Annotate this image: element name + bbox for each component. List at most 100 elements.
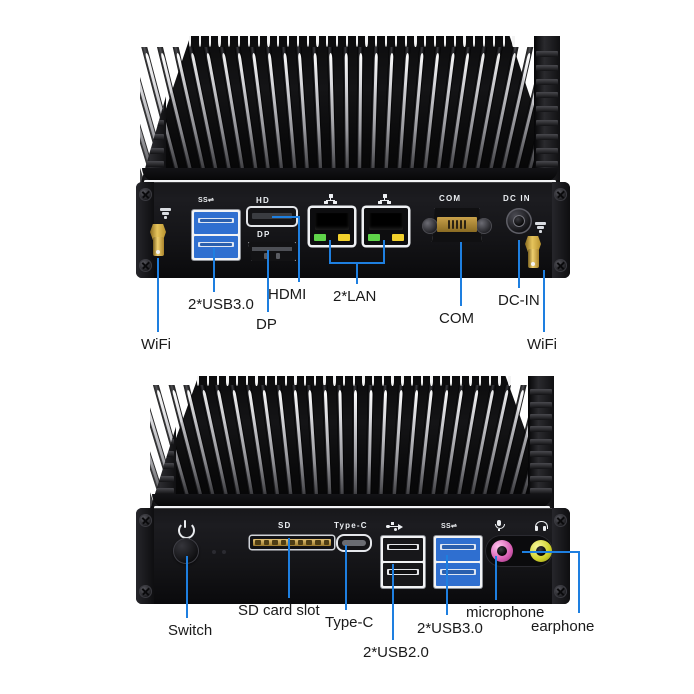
heatsink-fin-notch xyxy=(404,36,407,48)
heatsink-fins xyxy=(140,36,560,186)
lan-icon2-node-top xyxy=(382,194,387,198)
callout-usb30-front: 2*USB3.0 xyxy=(417,620,483,637)
heatsink-fin-notch xyxy=(255,376,258,387)
heatsink-fin-notch xyxy=(459,376,462,387)
heatsink-rail-step xyxy=(152,475,174,482)
heatsink-rail-step xyxy=(536,147,558,154)
callout-dp: DP xyxy=(256,316,277,333)
displayport-port[interactable] xyxy=(248,242,296,261)
heatsink-fin-notch xyxy=(381,376,385,387)
usb-icon-stem xyxy=(388,525,400,528)
heatsink-rail-step xyxy=(530,414,552,421)
dp-pin-b xyxy=(276,253,280,259)
wifi-sma-connector-left[interactable] xyxy=(150,224,166,258)
callout-usb20: 2*USB2.0 xyxy=(363,644,429,661)
usb2-port-lower[interactable] xyxy=(383,563,423,586)
heatsink-fin-notch xyxy=(508,376,511,387)
sma-center-pin xyxy=(531,262,535,266)
wifi-sma-connector-right[interactable] xyxy=(525,236,541,270)
heatsink-fin-notch xyxy=(228,36,231,48)
heatsink-fin-notch xyxy=(433,36,437,48)
heatsink-rail-step xyxy=(142,161,164,168)
com-pin xyxy=(452,219,454,229)
heatsink-fin xyxy=(326,46,338,186)
heatsink-side-rail-right xyxy=(534,36,560,186)
heatsink-fin-notch xyxy=(488,376,492,387)
callout-dcin: DC-IN xyxy=(498,292,540,309)
usb3-port-upper-front[interactable] xyxy=(436,538,480,561)
usb2-port-upper[interactable] xyxy=(383,538,423,561)
type-c-port[interactable] xyxy=(338,536,370,550)
heatsink-fin xyxy=(381,46,395,186)
heatsink-fin-notch xyxy=(469,376,472,387)
sd-card-slot[interactable] xyxy=(250,536,334,549)
leader-typec xyxy=(345,545,347,610)
leader-com xyxy=(460,242,462,306)
callout-com: COM xyxy=(439,310,474,327)
heatsink-fin xyxy=(311,46,325,186)
heatsink-fin-notch xyxy=(375,36,378,48)
heatsink-rail-step xyxy=(142,147,164,154)
usb3-port-stack[interactable] xyxy=(192,210,240,260)
dc-in-jack[interactable] xyxy=(506,208,532,234)
sd-contact xyxy=(323,540,330,545)
power-icon-ring xyxy=(178,522,195,539)
heatsink-fin-notch xyxy=(384,36,388,48)
sd-silk-label: SD xyxy=(278,521,292,530)
heatsink-rail-step xyxy=(536,64,558,71)
callout-wifi-left: WiFi xyxy=(141,336,171,353)
lan-port-1-led-green xyxy=(314,233,326,242)
front-heatsink xyxy=(150,376,554,510)
heatsink-fin-notch xyxy=(512,36,515,48)
usb3-port-upper[interactable] xyxy=(194,212,238,234)
heatsink-rail-step xyxy=(530,475,552,482)
heatsink-fin-notch xyxy=(482,36,486,48)
heatsink-fin xyxy=(295,46,312,186)
usb3-port-lower-front[interactable] xyxy=(436,563,480,586)
usb3-port-stack-front[interactable] xyxy=(434,536,482,588)
lan-port-2[interactable] xyxy=(364,208,408,245)
rear-heatsink-highlight xyxy=(144,180,556,183)
heatsink-fin-notch xyxy=(257,36,260,48)
microphone-icon xyxy=(495,520,505,531)
heatsink-fin-notch xyxy=(198,36,202,48)
callout-wifi-right: WiFi xyxy=(527,336,557,353)
heatsink-fins xyxy=(150,376,554,510)
sd-contact xyxy=(314,540,321,545)
lan-icon-wire-l xyxy=(326,199,328,202)
usb-icon-branch-down xyxy=(394,528,397,531)
leader-dcin xyxy=(518,240,520,288)
usb2-port-stack[interactable] xyxy=(381,536,425,588)
com-silk-label: COM xyxy=(439,194,462,203)
heatsink-fin-notch xyxy=(335,36,339,48)
heatsink-fin-notch xyxy=(372,376,375,387)
callout-typec: Type-C xyxy=(325,614,374,631)
heatsink-fin-notch xyxy=(206,376,210,387)
lan-port-1[interactable] xyxy=(310,208,354,245)
headphone-icon xyxy=(535,521,548,531)
chassis-left-edge xyxy=(136,182,154,278)
heatsink-fin-notch xyxy=(316,36,319,48)
heatsink-fin-notch xyxy=(410,376,414,387)
heatsink-fin xyxy=(336,385,346,510)
microphone-jack-hole xyxy=(497,546,507,556)
lan-port-1-led-yellow xyxy=(338,233,350,242)
callout-usb30: 2*USB3.0 xyxy=(188,296,254,313)
com-pin xyxy=(460,219,462,229)
usb3-port-lower[interactable] xyxy=(194,236,238,258)
usb3-superspeed-icon-front: SS⇌ xyxy=(441,523,458,530)
chassis-left-edge xyxy=(136,508,154,604)
usb-icon-branch-up xyxy=(391,522,394,525)
screw-top-right xyxy=(554,514,567,527)
com-serial-port[interactable] xyxy=(422,208,492,242)
status-led-2 xyxy=(222,550,226,554)
heatsink-fin-notch xyxy=(365,36,368,48)
heatsink-fin-notch xyxy=(478,376,482,387)
sd-contact xyxy=(289,540,295,545)
heatsink-fin-notch xyxy=(313,376,317,387)
mic-icon-stand xyxy=(498,529,500,531)
leader-switch xyxy=(186,556,188,618)
com-pin-row xyxy=(437,216,477,232)
heatsink-side-rail-right xyxy=(528,376,554,510)
